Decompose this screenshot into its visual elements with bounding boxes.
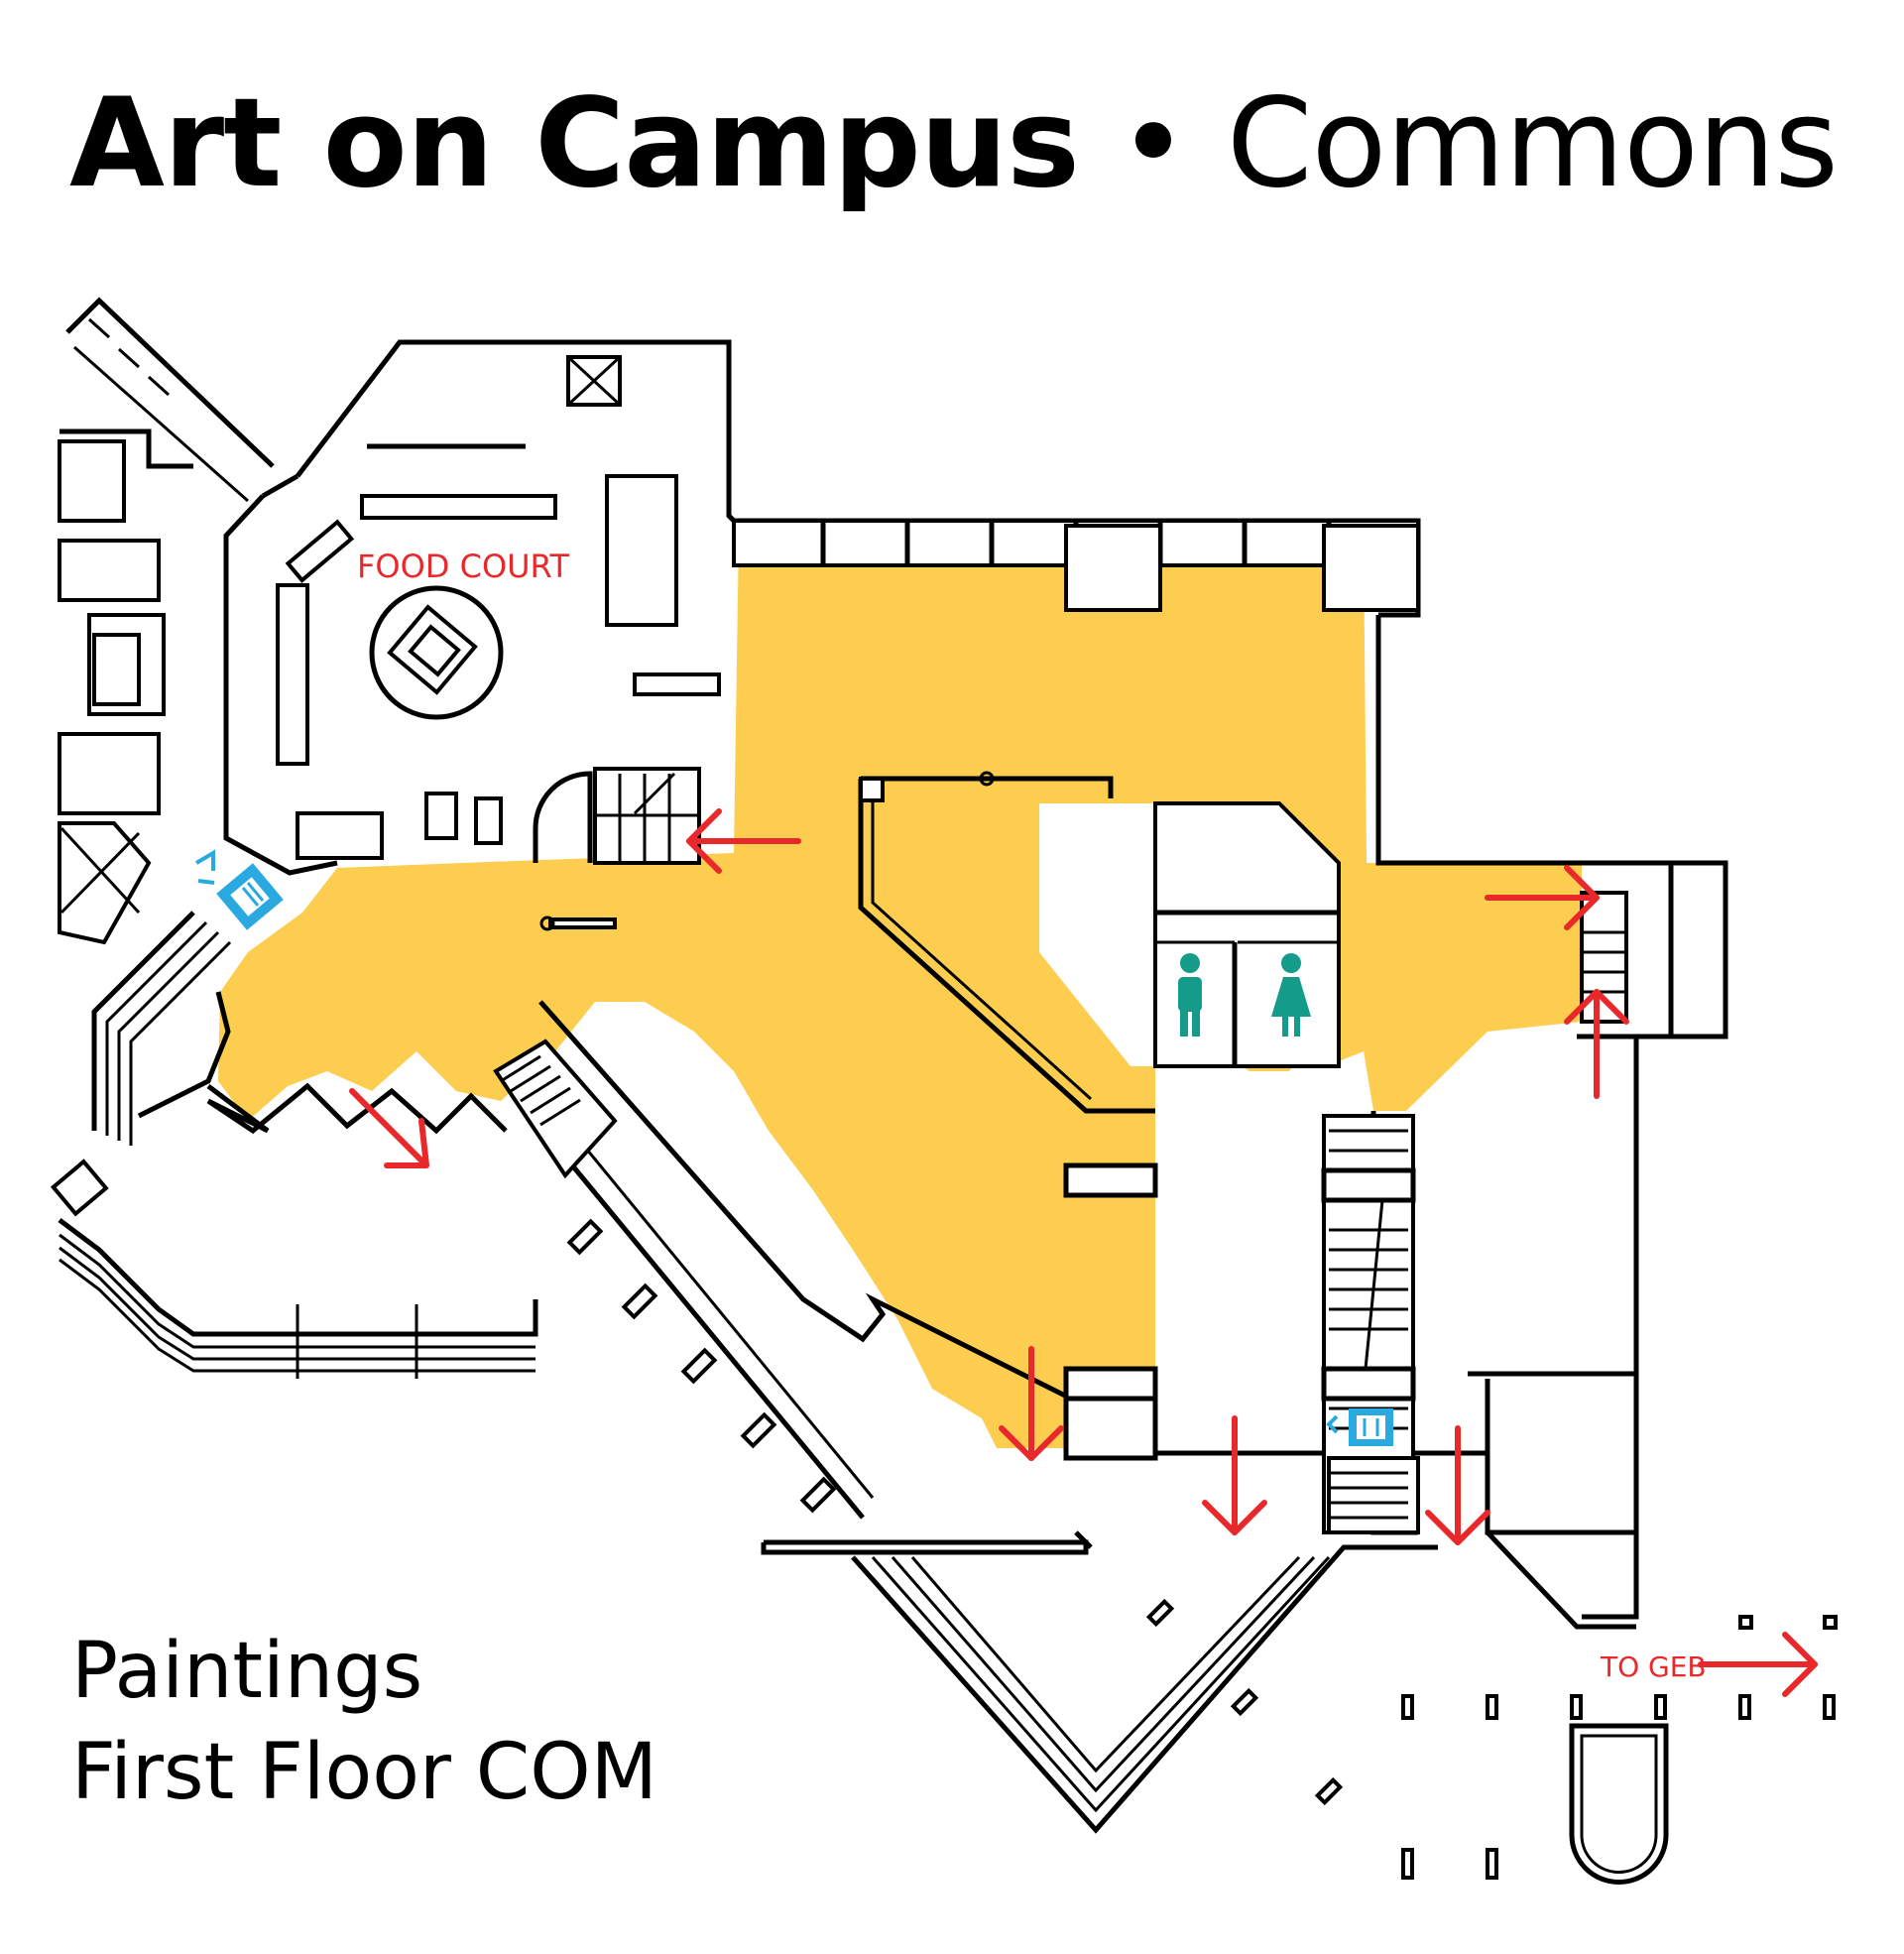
red-direction-arrow: [686, 808, 801, 874]
food-court-interior: [276, 355, 721, 931]
to-geb-label: TO GEB: [1600, 1650, 1707, 1683]
red-direction-arrow: [999, 1346, 1064, 1461]
elevator-icon: [1326, 1408, 1393, 1446]
caption-location: First Floor COM: [71, 1728, 657, 1817]
page-title: Art on Campus • Commons: [69, 69, 1839, 218]
southwest-stairs: [493, 1038, 618, 1179]
white-cutout-center: [1039, 803, 1155, 1066]
red-direction-arrow: [1564, 989, 1629, 1099]
building-walls: [50, 297, 1838, 1885]
title-separator: •: [1117, 72, 1189, 215]
red-direction-arrow: [1485, 865, 1600, 930]
caption-category: Paintings: [71, 1627, 423, 1716]
food-court-label: FOOD COURT: [357, 548, 569, 585]
title-bold: Art on Campus: [69, 72, 1080, 215]
red-direction-arrow: [1202, 1415, 1267, 1535]
title-light: Commons: [1226, 72, 1839, 215]
painting-area-highlight: [218, 531, 1582, 1448]
men-restroom-icon: [1178, 953, 1202, 1037]
women-restroom-icon: [1271, 953, 1311, 1037]
red-direction-arrow: [1698, 1632, 1818, 1697]
diagonal-wall-blocks: [566, 1218, 837, 1514]
elevator-icon: [194, 849, 284, 930]
central-stairs: [1329, 1129, 1408, 1520]
red-direction-arrow: [1425, 1425, 1490, 1545]
red-direction-arrow: [349, 1088, 429, 1168]
partition-walls: [1063, 1162, 1416, 1402]
